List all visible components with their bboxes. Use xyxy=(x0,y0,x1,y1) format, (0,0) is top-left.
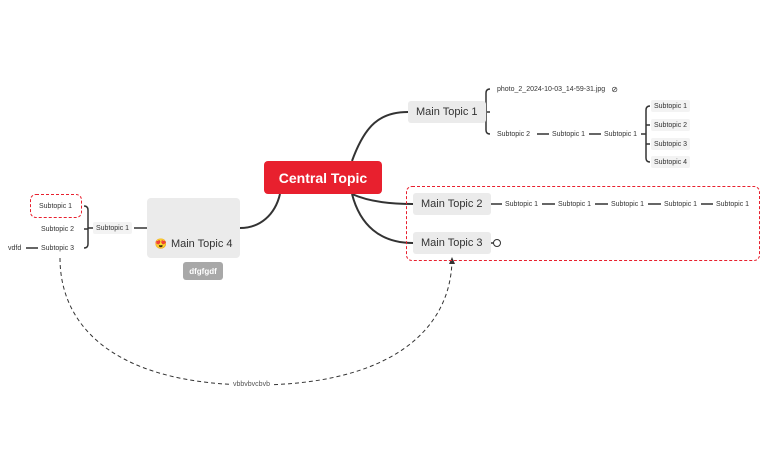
connector-central-topic4 xyxy=(239,193,281,229)
t2-subtopic-2[interactable]: Subtopic 1 xyxy=(555,198,595,210)
t4-extra-topic[interactable]: vdfd xyxy=(5,242,25,254)
connector-central-topic1 xyxy=(351,111,409,162)
relationship-label[interactable]: vbbvbvcbvb xyxy=(231,381,272,388)
t1-leaf-subtopic-2[interactable]: Subtopic 2 xyxy=(651,119,691,131)
connector-topic1-fork xyxy=(485,88,491,135)
main-topic-4-label-row: 😍 Main Topic 4 xyxy=(154,238,232,250)
boundary-box-subtopic[interactable] xyxy=(30,194,82,218)
attachment-file[interactable]: photo_2_2024-10-03_14-59-31.jpg ⊘ xyxy=(494,83,621,95)
t4-child-subtopic-1[interactable]: Subtopic 1 xyxy=(93,222,133,234)
heart-eyes-emoji-icon: 😍 xyxy=(154,238,167,250)
t2-subtopic-4[interactable]: Subtopic 1 xyxy=(661,198,701,210)
main-topic-4-label: Main Topic 4 xyxy=(170,238,233,250)
t1-leaf-subtopic-3[interactable]: Subtopic 3 xyxy=(651,138,691,150)
t4-leaf-subtopic-1[interactable]: Subtopic 1 xyxy=(36,200,76,212)
connector-central-topic2 xyxy=(351,193,414,205)
main-topic-1[interactable]: Main Topic 1 xyxy=(408,101,486,123)
main-topic-4[interactable]: 😍 Main Topic 4 xyxy=(147,198,240,258)
t1-leaf-subtopic-1[interactable]: Subtopic 1 xyxy=(651,100,691,112)
connector-central-topic3 xyxy=(351,193,414,244)
boundary-box-topics-2-3[interactable] xyxy=(406,186,760,261)
t4-leaf-subtopic-2[interactable]: Subtopic 2 xyxy=(38,223,78,235)
t2-subtopic-3[interactable]: Subtopic 1 xyxy=(608,198,648,210)
topic-label-tag[interactable]: dfgfgdf xyxy=(183,262,223,280)
t1-leaf-subtopic-4[interactable]: Subtopic 4 xyxy=(651,156,691,168)
attachment-filename: photo_2_2024-10-03_14-59-31.jpg xyxy=(497,85,606,93)
central-topic[interactable]: Central Topic xyxy=(264,161,382,194)
connector-t4-leaves-fork xyxy=(83,205,93,249)
relationship-curve[interactable] xyxy=(59,257,453,386)
t2-subtopic-5[interactable]: Subtopic 1 xyxy=(713,198,753,210)
t4-leaf-subtopic-3[interactable]: Subtopic 3 xyxy=(38,242,78,254)
main-topic-3[interactable]: Main Topic 3 xyxy=(413,232,491,254)
t1-chain-subtopic-2[interactable]: Subtopic 2 xyxy=(494,128,534,140)
t1-chain-subtopic-1b[interactable]: Subtopic 1 xyxy=(601,128,641,140)
main-topic-2[interactable]: Main Topic 2 xyxy=(413,193,491,215)
connector-t1-leaves-fork xyxy=(641,105,651,163)
collapse-handle-icon[interactable] xyxy=(493,239,501,247)
t2-subtopic-1[interactable]: Subtopic 1 xyxy=(502,198,542,210)
paperclip-icon: ⊘ xyxy=(611,84,618,94)
t1-chain-subtopic-1a[interactable]: Subtopic 1 xyxy=(549,128,589,140)
